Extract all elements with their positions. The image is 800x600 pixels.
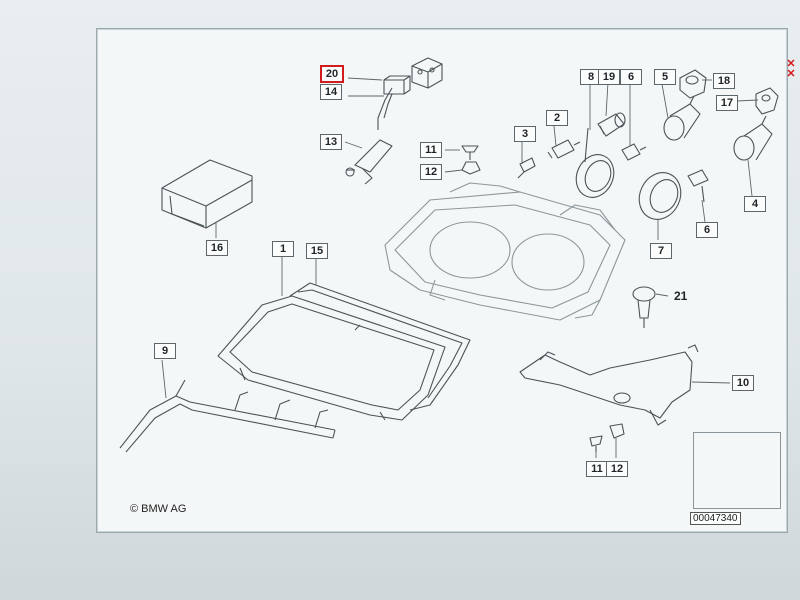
vehicle-location-thumbnail xyxy=(693,432,781,509)
part-label-11-top: 11 xyxy=(420,142,442,158)
part-label-12-top: 12 xyxy=(420,164,442,180)
screw-part-11-top xyxy=(461,145,479,160)
part-label-4: 4 xyxy=(744,196,766,212)
part-label-5: 5 xyxy=(654,69,676,85)
diagram-id: 00047340 xyxy=(690,512,741,525)
screw-part-11-bottom xyxy=(589,435,603,452)
bulb-part-6-top xyxy=(621,143,647,161)
corner-mark-icon xyxy=(787,59,795,77)
socket-part-20 xyxy=(411,57,443,89)
clip-part-12-top xyxy=(461,161,481,175)
leader-lines xyxy=(161,77,759,458)
part-label-21: 21 xyxy=(674,289,688,303)
cover-part-8 xyxy=(575,127,615,198)
bulb-part-2 xyxy=(547,139,581,159)
diagram-sheet xyxy=(96,28,788,533)
copyright-text: © BMW AG xyxy=(130,503,187,515)
lamp-socket-part-4 xyxy=(733,115,773,161)
bulb-part-13 xyxy=(345,87,393,185)
part-label-14: 14 xyxy=(320,84,342,100)
bulb-part-6-bottom xyxy=(687,169,709,203)
part-label-12-bottom: 12 xyxy=(606,461,628,477)
part-label-6-top: 6 xyxy=(620,69,642,85)
socket-part-17 xyxy=(755,87,779,115)
part-label-3: 3 xyxy=(514,126,536,142)
part-label-1: 1 xyxy=(272,241,294,257)
trim-strip-part-9 xyxy=(119,379,336,453)
part-label-17: 17 xyxy=(716,95,738,111)
cover-part-7 xyxy=(638,172,682,220)
headlight-lens-part-1 xyxy=(217,295,446,421)
part-label-15: 15 xyxy=(306,243,328,259)
box-part-16 xyxy=(161,159,253,229)
part-label-9: 9 xyxy=(154,343,176,359)
part-label-10: 10 xyxy=(732,375,754,391)
part-label-19: 19 xyxy=(598,69,620,85)
lamp-socket-part-5 xyxy=(663,95,701,141)
part-label-2: 2 xyxy=(546,110,568,126)
clip-part-12-bottom xyxy=(609,423,625,439)
gasket-part-15 xyxy=(289,282,471,411)
bulb-part-3 xyxy=(517,157,536,179)
part-label-6-bottom: 6 xyxy=(696,222,718,238)
bracket-part-10 xyxy=(519,344,699,426)
part-label-11-bottom: 11 xyxy=(586,461,608,477)
part-label-13: 13 xyxy=(320,134,342,150)
part-label-20: 20 xyxy=(320,65,344,83)
socket-part-18 xyxy=(679,69,707,99)
part-label-18: 18 xyxy=(713,73,735,89)
part-label-16: 16 xyxy=(206,240,228,256)
part-label-7: 7 xyxy=(650,243,672,259)
cylinder-part-19 xyxy=(597,112,626,137)
headlight-housing xyxy=(384,182,626,321)
connector-part-14 xyxy=(383,75,411,119)
clip-part-21 xyxy=(632,286,656,328)
